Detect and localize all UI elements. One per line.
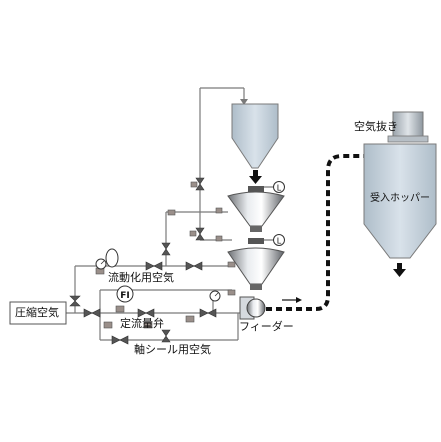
pressure-gauge-right [209,290,221,302]
level-switch-label: L [277,237,282,246]
receiving-hopper [363,111,437,259]
feeder-label: フィーダー [239,320,294,333]
air-vent-label: 空気抜き [354,120,398,133]
valve-actuators [95,181,236,329]
air-piping [66,87,255,341]
air-regulator [105,248,119,268]
level-switch-label: L [277,184,282,193]
fluidizing-air-label: 流動化用空気 [108,271,174,284]
transport-pipeline [266,154,364,311]
vent-arrow [240,99,248,105]
constant-flow-valve-label: 定流量弁 [120,317,164,330]
supply-hopper [231,103,279,169]
upper-pressure-vessel [227,186,285,232]
shaft-seal-air-label: 軸シール用空気 [134,343,211,356]
flow-arrow [282,297,302,303]
compressed-air-label: 圧縮空気 [15,306,59,319]
flow-indicator: FI [116,285,134,303]
compressed-air-box [9,301,67,325]
rotary-feeder [239,296,266,320]
feed-arrow [249,170,262,184]
discharge-arrow [393,263,406,277]
pressure-gauge-left [95,258,107,270]
receiving-hopper-label: 受入ホッパー [370,193,430,204]
valves [69,177,217,345]
lower-pressure-vessel [227,238,285,290]
flow-indicator-label: FI [120,291,130,301]
level-switch-upper: L [262,181,285,193]
level-switch-lower: L [262,234,285,246]
